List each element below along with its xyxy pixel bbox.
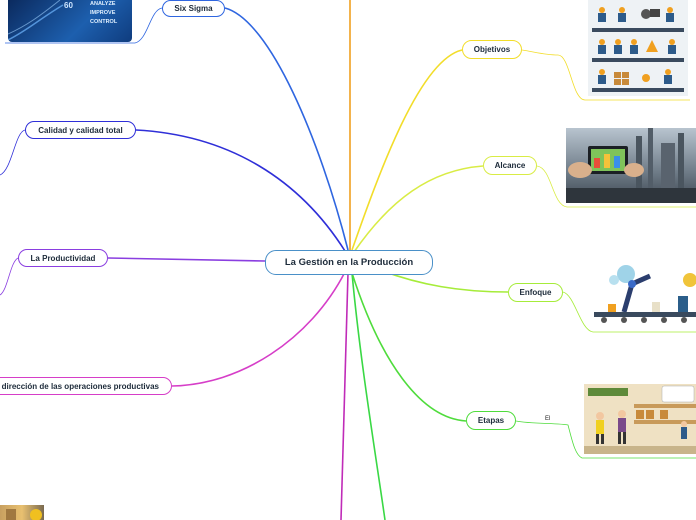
enfoque-image[interactable] — [594, 262, 696, 330]
alcance-image[interactable] — [566, 128, 696, 203]
central-topic[interactable]: La Gestión en la Producción — [265, 250, 433, 275]
node-alcance[interactable]: Alcance — [483, 156, 537, 175]
six-sigma-image[interactable]: 60 ANALYZE IMPROVE CONTROL — [8, 0, 132, 42]
node-calidad-total[interactable]: Calidad y calidad total — [25, 121, 136, 139]
node-direccion-operaciones[interactable]: dirección de las operaciones productivas — [0, 377, 172, 395]
connector-productividad — [108, 258, 265, 261]
six-sigma-step: ANALYZE — [90, 0, 130, 9]
connector-six-sigma — [225, 8, 348, 250]
connector-alcance — [354, 166, 483, 252]
etapas-note: El — [545, 416, 550, 422]
connector-bottom-green — [352, 273, 385, 520]
connector-bottom-magenta — [341, 273, 348, 520]
six-sigma-step: CONTROL — [90, 18, 130, 27]
node-six-sigma[interactable]: Six Sigma — [162, 0, 225, 17]
node-objetivos[interactable]: Objetivos — [462, 40, 522, 59]
objetivos-infographic[interactable] — [588, 0, 688, 96]
node-productividad[interactable]: La Productividad — [18, 249, 108, 267]
node-etapas[interactable]: Etapas — [466, 411, 516, 430]
connector-direccion — [172, 272, 345, 386]
connector-calidad — [136, 130, 345, 251]
six-sigma-step: IMPROVE — [90, 9, 130, 18]
bottom-left-image[interactable] — [0, 505, 44, 520]
connector-objetivos — [352, 50, 462, 250]
connector-etapas — [352, 273, 466, 421]
etapas-image[interactable] — [584, 384, 696, 454]
node-enfoque[interactable]: Enfoque — [508, 283, 563, 302]
